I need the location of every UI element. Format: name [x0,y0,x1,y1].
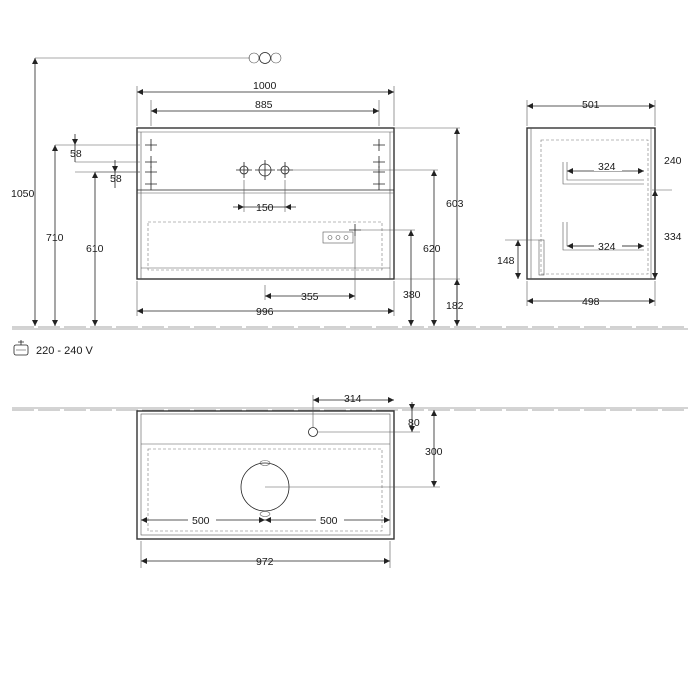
power-note: 220 - 240 V [13,340,94,357]
mounting-points [145,139,385,236]
dim-500-right: 500 [320,515,338,527]
dim-324-top: 324 [598,161,616,173]
dim-501: 501 [582,99,600,111]
dim-996: 996 [256,306,274,318]
dim-150: 150 [256,202,274,214]
dim-300: 300 [425,446,443,458]
dim-603: 603 [446,198,464,210]
wall-socket-icon [248,52,282,64]
dim-182: 182 [446,300,464,312]
dim-240: 240 [664,155,682,167]
dim-1050: 1050 [11,188,35,200]
dim-58-top: 58 [70,148,82,160]
dim-610: 610 [86,243,104,255]
dim-885: 885 [255,99,273,111]
drain-hole [308,427,318,437]
top-cabinet-outline [136,410,395,540]
voltage-label: 220 - 240 V [36,345,94,357]
dim-80: 80 [408,417,420,429]
siphon-box [322,231,354,244]
dim-498: 498 [582,296,600,308]
side-view: 501 240 324 334 324 148 498 [497,99,682,308]
top-view: 314 80 300 500 500 972 [136,393,443,568]
front-view: 1050 710 610 58 58 1000 885 [11,52,464,326]
side-cabinet-outline [526,127,656,280]
dim-355: 355 [301,291,319,303]
dim-148: 148 [497,255,515,267]
dim-500-left: 500 [192,515,210,527]
dim-380: 380 [403,289,421,301]
dim-334: 334 [664,231,682,243]
power-plug-icon [13,340,29,356]
dim-324-bottom: 324 [598,241,616,253]
dim-314: 314 [344,393,362,405]
dim-972: 972 [256,556,274,568]
dim-710: 710 [46,232,64,244]
front-cabinet-outline [136,127,395,280]
dim-620: 620 [423,243,441,255]
dim-58-bottom: 58 [110,173,122,185]
dim-1000: 1000 [253,80,277,92]
